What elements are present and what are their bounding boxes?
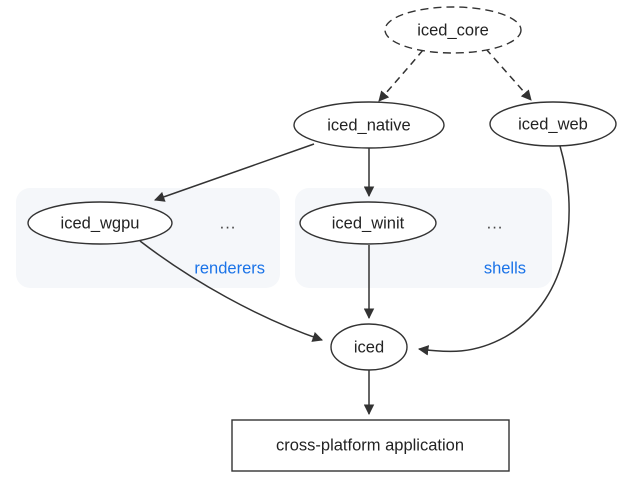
iced-winit-shape: [299, 201, 437, 245]
iced-wgpu-shape: [27, 201, 173, 245]
node-iced-web[interactable]: iced_web: [489, 101, 617, 147]
node-iced-core[interactable]: iced_core: [384, 6, 522, 54]
iced-winit-label: iced_winit: [332, 214, 405, 232]
node-iced-winit[interactable]: iced_winit: [299, 201, 437, 245]
application-label: cross-platform application: [276, 436, 464, 454]
edge-iced-core-to-iced-native: [378, 49, 424, 102]
iced-shape: [330, 323, 408, 371]
edge-iced-native-to-iced-wgpu: [154, 143, 315, 202]
iced-core-label: iced_core: [417, 21, 489, 39]
node-iced[interactable]: iced: [330, 323, 408, 371]
iced-native-label: iced_native: [327, 116, 410, 134]
edge-iced-wgpu-to-iced: [139, 240, 323, 342]
iced-core-shape: [384, 6, 522, 54]
edge-iced-web-to-iced: [417, 145, 570, 356]
node-cross-platform-application[interactable]: cross-platform application: [231, 419, 510, 472]
iced-web-label: iced_web: [518, 115, 588, 133]
iced-native-shape: [293, 101, 445, 149]
node-iced-native[interactable]: iced_native: [293, 101, 445, 149]
application-shape: [231, 419, 510, 472]
iced-web-shape: [489, 101, 617, 147]
iced-label: iced: [354, 338, 384, 356]
cluster-label-renderers: renderers: [194, 259, 265, 277]
cluster-label-shells: shells: [484, 259, 526, 277]
shells-more-label: ...: [487, 214, 504, 232]
renderers-more-label: ...: [220, 214, 237, 232]
node-iced-wgpu[interactable]: iced_wgpu: [27, 201, 173, 245]
iced-wgpu-label: iced_wgpu: [61, 214, 140, 232]
edge-iced-core-to-iced-web: [485, 48, 532, 101]
